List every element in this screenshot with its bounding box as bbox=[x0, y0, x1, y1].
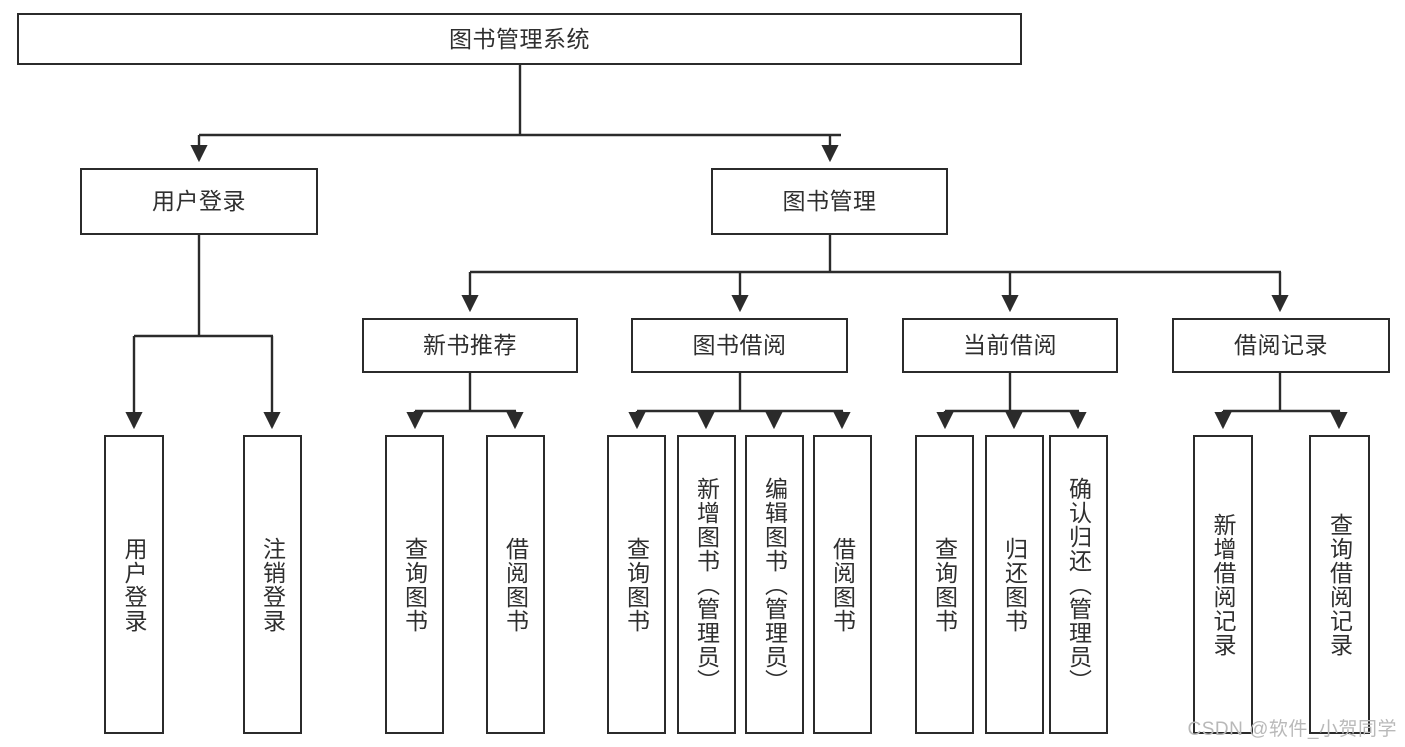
node-root[interactable]: 图书管理系统 bbox=[17, 13, 1022, 65]
leaf-user-login-label: 用户登录 bbox=[121, 536, 148, 633]
leaf-add-record-label: 新增借阅记录 bbox=[1210, 512, 1237, 657]
node-user-login[interactable]: 用户登录 bbox=[80, 168, 318, 235]
node-new-book-recommend[interactable]: 新书推荐 bbox=[362, 318, 578, 373]
node-current-borrow[interactable]: 当前借阅 bbox=[902, 318, 1118, 373]
connector-root-to-level2 bbox=[190, 65, 841, 163]
leaf-query-book-1[interactable]: 查询图书 bbox=[385, 435, 444, 734]
leaf-logout-label: 注销登录 bbox=[259, 536, 286, 633]
leaf-borrow-book-1[interactable]: 借阅图书 bbox=[486, 435, 545, 734]
leaf-query-book-1-label: 查询图书 bbox=[401, 536, 428, 633]
leaf-query-book-2-label: 查询图书 bbox=[623, 536, 650, 633]
connector-book-manage-to-level3 bbox=[461, 235, 1289, 313]
node-new-book-recommend-label: 新书推荐 bbox=[423, 332, 517, 359]
leaf-user-login[interactable]: 用户登录 bbox=[104, 435, 164, 734]
connector-current-borrow-to-leaves bbox=[936, 373, 1087, 430]
connector-user-login-to-leaves bbox=[125, 235, 281, 430]
node-book-borrow-label: 图书借阅 bbox=[692, 332, 787, 359]
node-book-borrow[interactable]: 图书借阅 bbox=[631, 318, 848, 373]
leaf-add-book[interactable]: 新增图书（管理员） bbox=[677, 435, 736, 734]
leaf-borrow-book-2[interactable]: 借阅图书 bbox=[813, 435, 872, 734]
leaf-confirm-return[interactable]: 确认归还（管理员） bbox=[1049, 435, 1108, 734]
node-borrow-record[interactable]: 借阅记录 bbox=[1172, 318, 1390, 373]
node-user-login-label: 用户登录 bbox=[152, 188, 246, 215]
node-root-label: 图书管理系统 bbox=[449, 25, 590, 52]
leaf-add-book-label: 新增图书（管理员） bbox=[693, 476, 720, 693]
leaf-edit-book[interactable]: 编辑图书（管理员） bbox=[745, 435, 804, 734]
leaf-logout[interactable]: 注销登录 bbox=[243, 435, 302, 734]
node-book-manage-label: 图书管理 bbox=[782, 188, 877, 215]
node-book-manage[interactable]: 图书管理 bbox=[711, 168, 948, 235]
leaf-confirm-return-label: 确认归还（管理员） bbox=[1065, 476, 1092, 693]
leaf-borrow-book-1-label: 借阅图书 bbox=[502, 536, 529, 633]
leaf-return-book-label: 归还图书 bbox=[1001, 536, 1028, 633]
leaf-query-record-label: 查询借阅记录 bbox=[1326, 512, 1353, 657]
connector-new-book-recommend-to-leaves bbox=[406, 373, 524, 430]
leaf-query-book-3-label: 查询图书 bbox=[931, 536, 958, 633]
leaf-edit-book-label: 编辑图书（管理员） bbox=[761, 476, 788, 693]
connector-borrow-record-to-leaves bbox=[1214, 373, 1348, 430]
node-borrow-record-label: 借阅记录 bbox=[1234, 332, 1328, 359]
connector-book-borrow-to-leaves bbox=[628, 373, 851, 430]
leaf-query-book-2[interactable]: 查询图书 bbox=[607, 435, 666, 734]
node-current-borrow-label: 当前借阅 bbox=[963, 332, 1057, 359]
leaf-query-record[interactable]: 查询借阅记录 bbox=[1309, 435, 1370, 734]
leaf-borrow-book-2-label: 借阅图书 bbox=[829, 536, 856, 633]
leaf-return-book[interactable]: 归还图书 bbox=[985, 435, 1044, 734]
leaf-query-book-3[interactable]: 查询图书 bbox=[915, 435, 974, 734]
leaf-add-record[interactable]: 新增借阅记录 bbox=[1193, 435, 1253, 734]
